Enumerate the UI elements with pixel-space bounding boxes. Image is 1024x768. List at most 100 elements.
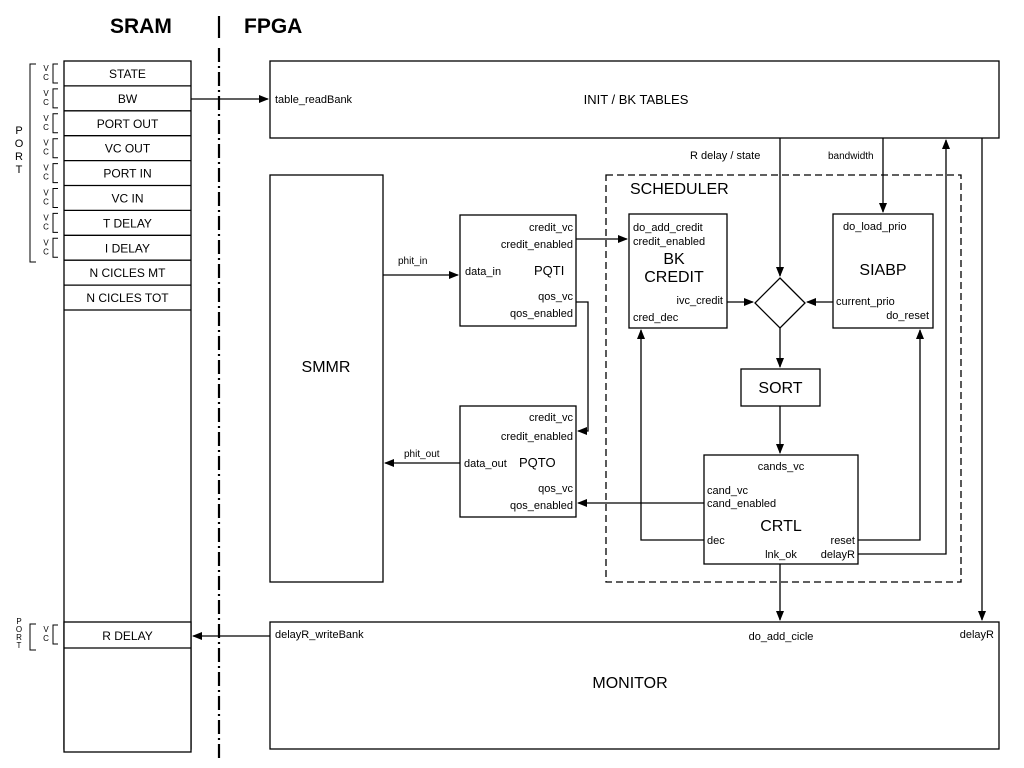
monitor-do-add-cicle: do_add_cicle — [749, 631, 814, 643]
vc-letter: V — [43, 238, 49, 247]
port-tag-lower: PORT — [16, 617, 36, 651]
bk-credit-enabled: credit_enabled — [633, 236, 705, 248]
vc-bracket — [52, 63, 58, 84]
sram-row-n-cicles-tot: N CICLES TOT — [86, 291, 169, 305]
vc-letter: V — [43, 64, 49, 73]
vc-tag: VC — [43, 188, 58, 208]
pqto-data-out: data_out — [464, 458, 507, 470]
crtl-cand-vc: cand_vc — [707, 485, 748, 497]
sram-row-i-delay: I DELAY — [105, 241, 150, 255]
pqti-qos-to-pqto-credit-arrow — [576, 301, 589, 435]
smmr-block — [269, 174, 384, 583]
signal-phit-out: phit_out — [404, 449, 440, 460]
sram-row-r-delay: R DELAY — [102, 629, 152, 643]
port-letter: P — [15, 125, 22, 137]
siabp-do-reset: do_reset — [886, 310, 929, 322]
pqti-title: PQTI — [534, 263, 564, 278]
sram-row-port-out: PORT OUT — [97, 117, 159, 131]
crtl-block — [703, 454, 859, 565]
crtl-delayr-to-init-arrow — [858, 139, 950, 555]
bk-do-add-credit: do_add_credit — [633, 222, 703, 234]
vc-letter: C — [43, 222, 49, 231]
pqti-credit-vc: credit_vc — [529, 222, 574, 234]
pqti-credit-enabled: credit_enabled — [501, 239, 573, 251]
crtl-reset: reset — [831, 535, 855, 547]
fpga-header: FPGA — [244, 15, 302, 38]
vc-letter: V — [43, 139, 49, 148]
port-letter: R — [16, 633, 22, 642]
monitor-delayr: delayR — [960, 629, 994, 641]
crtl-cand-enabled: cand_enabled — [707, 498, 776, 510]
monitor-delayr-writebank: delayR_writeBank — [275, 629, 364, 641]
vc-bracket — [52, 138, 58, 159]
port-letter: T — [17, 641, 22, 650]
crtl-cands-vc: cands_vc — [758, 461, 805, 473]
init-bk-tables-block — [269, 60, 1000, 139]
vc-letter: V — [43, 189, 49, 198]
vc-tag: VC — [43, 237, 58, 258]
monitor-title: MONITOR — [592, 675, 667, 692]
vc-letter: C — [43, 73, 49, 82]
sram-row-n-cicles-mt: N CICLES MT — [89, 266, 166, 280]
sram-row-vc-in: VC IN — [111, 192, 143, 206]
vc-letter: V — [43, 164, 49, 173]
bk-ivc-credit: ivc_credit — [677, 295, 723, 307]
crtl-dec: dec — [707, 535, 725, 547]
sram-row-vc-out: VC OUT — [105, 142, 151, 156]
scheduler-title: SCHEDULER — [630, 181, 729, 198]
pqti-qos-enabled: qos_enabled — [510, 308, 573, 320]
vc-letter: C — [43, 634, 49, 643]
vc-letter: C — [43, 98, 49, 107]
bk-cred-dec: cred_dec — [633, 312, 679, 324]
vc-letter: V — [43, 625, 49, 634]
pqto-block — [459, 405, 577, 518]
vc-tag: VC — [43, 138, 58, 159]
crtl-title: CRTL — [760, 518, 802, 535]
connections — [191, 95, 986, 640]
siabp-do-load-prio: do_load_prio — [843, 221, 907, 233]
vc-letter: V — [43, 114, 49, 123]
sram-row-port-in: PORT IN — [103, 167, 151, 181]
sram-lower-column — [63, 621, 192, 753]
siabp-current-prio: current_prio — [836, 296, 895, 308]
sram-header: SRAM — [110, 15, 172, 38]
smmr-title: SMMR — [302, 359, 351, 376]
pqto-qos-vc: qos_vc — [538, 483, 573, 495]
vc-letter: V — [43, 89, 49, 98]
vc-bracket — [52, 212, 58, 233]
sram-row-t-delay: T DELAY — [103, 216, 152, 230]
siabp-title: SIABP — [859, 262, 906, 279]
vc-letter: C — [43, 247, 49, 256]
vc-letter: C — [43, 198, 49, 207]
vc-letter: C — [43, 123, 49, 132]
sort-block — [740, 368, 821, 407]
priority-decision-diamond — [754, 277, 806, 329]
monitor-block — [269, 621, 1000, 750]
vc-tag: VC — [43, 212, 58, 233]
table-readbank-port: table_readBank — [275, 94, 353, 106]
vc-tag: VC — [43, 163, 58, 184]
vc-letter: C — [43, 173, 49, 182]
crtl-dec-to-bk-credit-arrow — [637, 329, 704, 541]
vc-bracket — [52, 113, 58, 134]
crtl-lnk-ok: lnk_ok — [765, 549, 797, 561]
vc-bracket — [52, 163, 58, 184]
pqto-credit-enabled: credit_enabled — [501, 431, 573, 443]
scheduler-region — [605, 174, 962, 583]
bk-credit-block — [628, 213, 728, 329]
pqto-credit-vc: credit_vc — [529, 412, 574, 424]
port-bracket — [29, 623, 36, 651]
bk-credit-title-2: CREDIT — [644, 269, 704, 286]
pqto-qos-enabled: qos_enabled — [510, 500, 573, 512]
signal-phit-in: phit_in — [398, 256, 427, 267]
port-letter: O — [15, 138, 24, 150]
vc-bracket — [52, 237, 58, 258]
crtl-reset-to-siabp-arrow — [858, 329, 924, 541]
vc-tag: VC — [43, 63, 58, 84]
vc-bracket — [52, 624, 58, 645]
pqti-block — [459, 214, 577, 327]
sort-title: SORT — [758, 380, 802, 397]
